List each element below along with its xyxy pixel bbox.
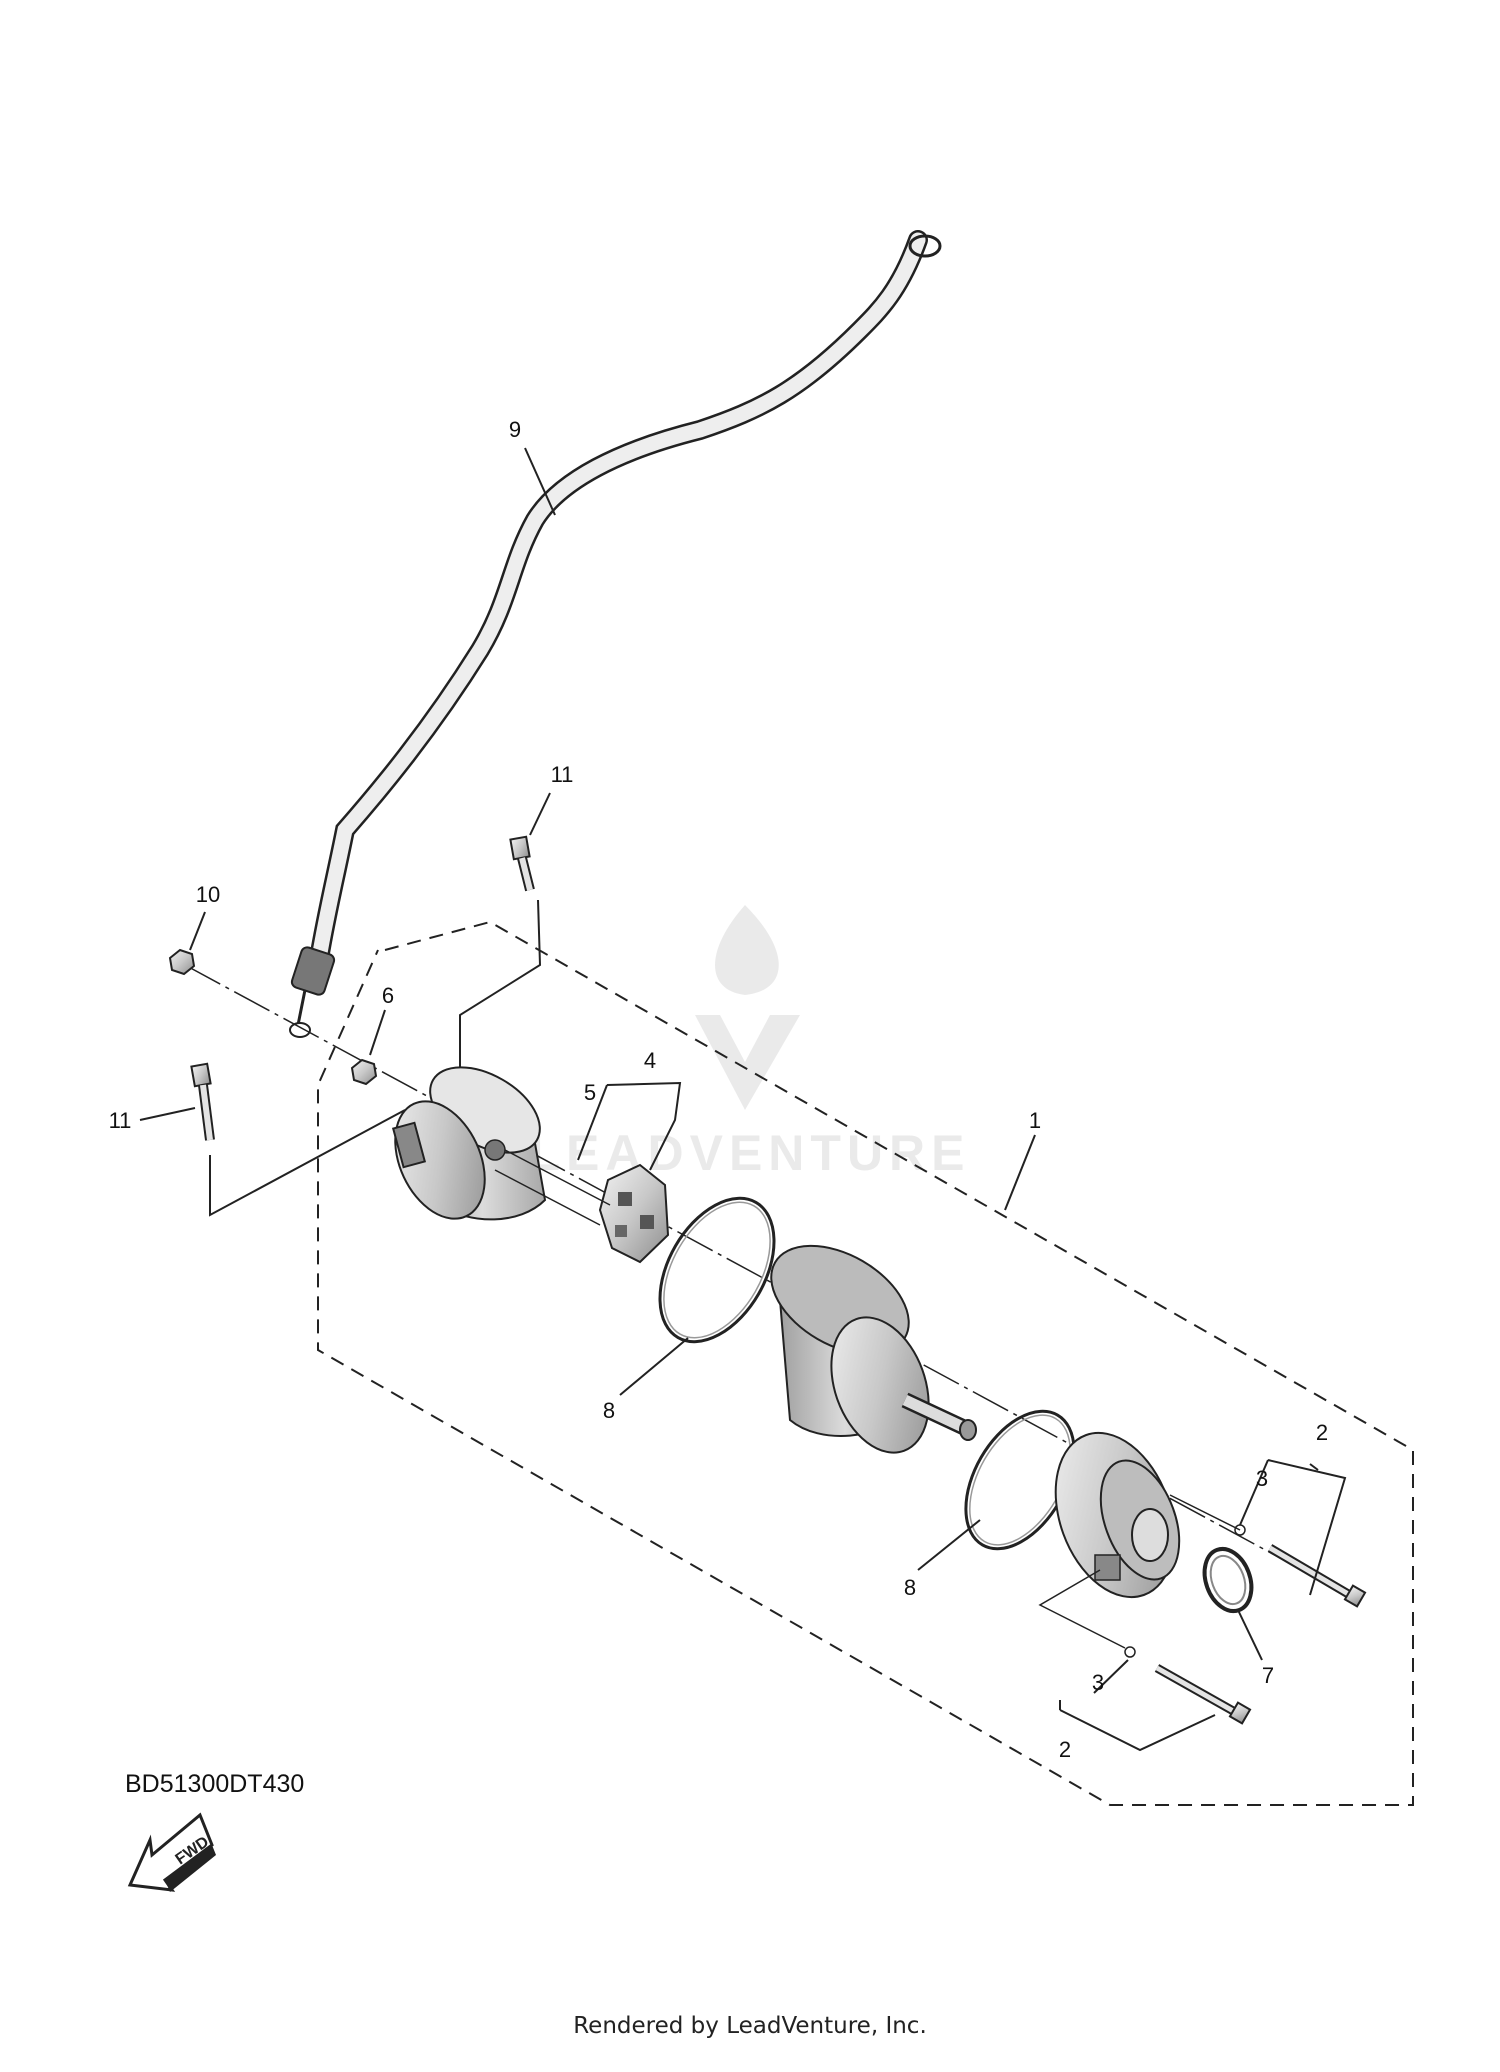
leader-11-top (529, 792, 551, 836)
callout-8-left: 8 (603, 1398, 615, 1423)
starter-cable (289, 230, 942, 1038)
watermark-logo: LEADVENTURE (529, 905, 970, 1181)
bracket-leader-4-5 (606, 1081, 682, 1171)
callout-6: 6 (382, 983, 394, 1008)
leader-bolt-11-top (459, 899, 542, 1110)
nut-part-10 (168, 948, 196, 976)
leader-9 (524, 447, 556, 516)
nut-part-6 (350, 1058, 378, 1086)
assembly-outline (317, 920, 1414, 1806)
callout-11-left: 11 (109, 1108, 132, 1133)
bracket-leader-2-lower (1059, 1709, 1216, 1752)
seal-ring-part-7 (1202, 1547, 1254, 1613)
callout-2-upper: 2 (1316, 1420, 1328, 1445)
leader-6 (369, 1009, 386, 1056)
callout-7: 7 (1262, 1663, 1274, 1688)
bolt-part-11-top (509, 835, 535, 892)
callout-8-right: 8 (904, 1575, 916, 1600)
callout-3-lower: 3 (1092, 1670, 1104, 1695)
leader-1 (1004, 1134, 1036, 1211)
through-bolt-part-2-upper (1267, 1544, 1367, 1608)
leader-8-left (619, 1337, 689, 1396)
render-credit: Rendered by LeadVenture, Inc. (573, 2013, 927, 2039)
rear-cover-housing (391, 1066, 547, 1221)
through-bolt-part-2-lower (1154, 1664, 1252, 1725)
callout-11-top: 11 (551, 762, 574, 787)
front-cover-housing (1054, 1431, 1181, 1599)
o-ring-part-8-left (658, 1196, 776, 1344)
leader-10 (189, 911, 206, 951)
watermark-text: LEADVENTURE (529, 1125, 970, 1181)
leader-bolt-11-left (209, 1109, 406, 1217)
washer-part-3-lower (1124, 1646, 1136, 1658)
bolt-part-11-left (190, 1062, 215, 1141)
callout-9: 9 (509, 417, 521, 442)
callout-3-upper: 3 (1256, 1466, 1268, 1491)
leader-lower-bolt-path (1038, 1569, 1126, 1649)
callout-1: 1 (1029, 1108, 1041, 1133)
fwd-arrow-icon: FWD (127, 1812, 216, 1892)
leader-11-left (139, 1107, 196, 1121)
brush-holder-part-4 (598, 1163, 670, 1264)
yoke-armature (770, 1244, 977, 1454)
callout-2-lower: 2 (1059, 1737, 1071, 1762)
callout-4: 4 (644, 1048, 656, 1073)
callout-10: 10 (196, 882, 220, 907)
callout-5: 5 (584, 1080, 596, 1105)
bracket-leader-2-upper (1267, 1459, 1347, 1596)
leader-7 (1237, 1609, 1263, 1661)
diagram-code: BD51300DT430 (125, 1770, 305, 1798)
leader-8-right (917, 1519, 981, 1571)
